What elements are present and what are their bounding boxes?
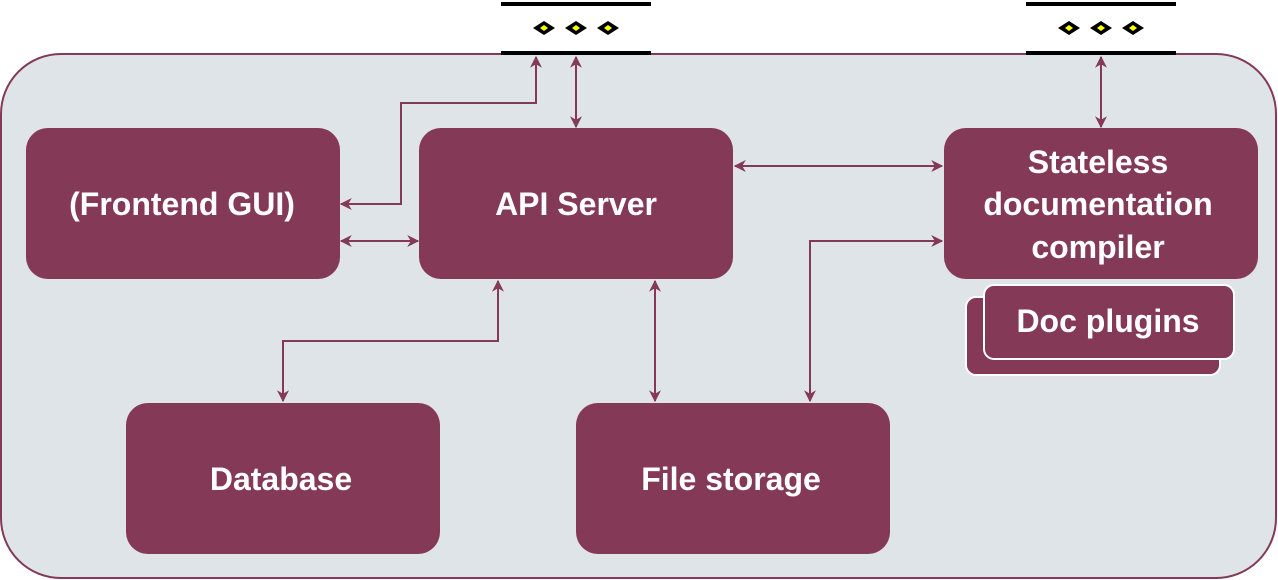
compiler-label-line-2: documentation bbox=[983, 186, 1212, 222]
database-label: Database bbox=[210, 461, 352, 497]
edge-api-database bbox=[277, 279, 504, 403]
doc-plugins-stack: Doc plugins bbox=[965, 284, 1235, 376]
port-icon bbox=[1058, 21, 1144, 35]
frontend-box: (Frontend GUI) bbox=[26, 128, 340, 279]
api-port bbox=[501, 2, 651, 55]
compiler-label-line-1: Stateless bbox=[1028, 144, 1169, 180]
compiler-box: Stateless documentation compiler bbox=[944, 128, 1258, 279]
edge-storage-compiler bbox=[804, 235, 944, 403]
frontend-label: (Frontend GUI) bbox=[69, 186, 295, 222]
connectors bbox=[277, 55, 1107, 403]
edge-frontend-apiport bbox=[339, 55, 542, 210]
doc-plugins-box bbox=[983, 284, 1235, 360]
api-server-label: API Server bbox=[495, 186, 657, 222]
api-server-box: API Server bbox=[419, 128, 733, 279]
port-icon bbox=[533, 21, 619, 35]
compiler-port bbox=[1026, 2, 1176, 55]
doc-plugins-label: Doc plugins bbox=[1016, 303, 1199, 339]
file-storage-box: File storage bbox=[576, 403, 890, 554]
database-box: Database bbox=[126, 403, 440, 554]
compiler-label-line-3: compiler bbox=[1031, 229, 1164, 265]
file-storage-label: File storage bbox=[641, 461, 821, 497]
